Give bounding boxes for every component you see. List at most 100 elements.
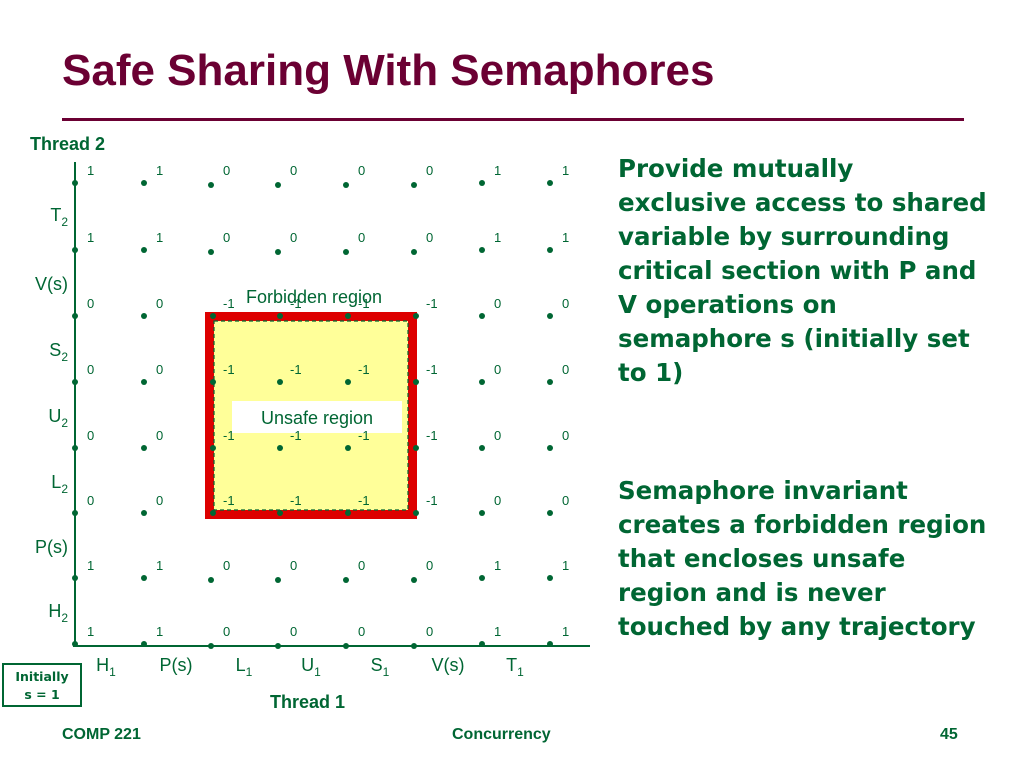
grid-point bbox=[72, 247, 78, 253]
grid-point bbox=[413, 510, 419, 516]
grid-value: 1 bbox=[562, 624, 569, 639]
grid-value: 0 bbox=[358, 230, 365, 245]
x-tick-label: T1 bbox=[506, 655, 524, 679]
grid-point bbox=[141, 247, 147, 253]
grid-value: 1 bbox=[87, 558, 94, 573]
footer-page-number: 45 bbox=[940, 726, 958, 743]
grid-value: 1 bbox=[156, 558, 163, 573]
grid-value: 1 bbox=[562, 163, 569, 178]
grid-value: -1 bbox=[358, 428, 370, 443]
mutual-exclusion-paragraph: Provide mutually exclusive access to sha… bbox=[618, 154, 987, 387]
grid-value: 0 bbox=[494, 362, 501, 377]
grid-value: 1 bbox=[562, 230, 569, 245]
grid-value: 0 bbox=[290, 230, 297, 245]
grid-point bbox=[210, 313, 216, 319]
grid-point bbox=[72, 641, 78, 647]
grid-point bbox=[72, 575, 78, 581]
grid-point bbox=[277, 379, 283, 385]
unsafe-label-box bbox=[232, 401, 402, 433]
grid-point bbox=[141, 180, 147, 186]
y-axis-title: Thread 2 bbox=[30, 134, 106, 154]
grid-point bbox=[72, 313, 78, 319]
grid-point bbox=[343, 182, 349, 188]
grid-value: 1 bbox=[562, 558, 569, 573]
grid-point bbox=[210, 510, 216, 516]
grid-point bbox=[547, 641, 553, 647]
grid-value: -1 bbox=[223, 296, 235, 311]
grid-value: 0 bbox=[156, 296, 163, 311]
grid-value: 0 bbox=[562, 296, 569, 311]
y-tick-label: S2 bbox=[49, 340, 68, 364]
grid-value: -1 bbox=[358, 296, 370, 311]
grid-value: 0 bbox=[426, 558, 433, 573]
grid-value: 0 bbox=[358, 558, 365, 573]
grid-point bbox=[275, 249, 281, 255]
grid-value: 0 bbox=[562, 428, 569, 443]
grid-value: 0 bbox=[223, 558, 230, 573]
grid-point bbox=[479, 379, 485, 385]
x-tick-label: U1 bbox=[301, 655, 321, 679]
grid-point bbox=[479, 180, 485, 186]
grid-value: 0 bbox=[87, 362, 94, 377]
grid-value: -1 bbox=[426, 362, 438, 377]
grid-value: 1 bbox=[87, 163, 94, 178]
grid-value: -1 bbox=[426, 296, 438, 311]
grid-point bbox=[210, 379, 216, 385]
title-underline bbox=[62, 118, 964, 121]
grid-value: 0 bbox=[494, 296, 501, 311]
grid-point bbox=[343, 249, 349, 255]
grid-value: 1 bbox=[156, 624, 163, 639]
grid-point bbox=[547, 247, 553, 253]
grid-value: 0 bbox=[562, 493, 569, 508]
forbidden-region-label: Forbidden region bbox=[246, 287, 382, 307]
grid-point bbox=[413, 445, 419, 451]
grid-value: 0 bbox=[494, 428, 501, 443]
grid-point bbox=[208, 249, 214, 255]
grid-point bbox=[210, 445, 216, 451]
grid-point bbox=[413, 313, 419, 319]
grid-value: 1 bbox=[87, 230, 94, 245]
grid-point bbox=[345, 379, 351, 385]
grid-value: 0 bbox=[358, 624, 365, 639]
grid-point bbox=[411, 182, 417, 188]
grid-point bbox=[141, 641, 147, 647]
grid-value: 0 bbox=[290, 558, 297, 573]
grid-point bbox=[413, 379, 419, 385]
grid-point bbox=[72, 379, 78, 385]
grid-value: 0 bbox=[426, 624, 433, 639]
x-tick-label: S1 bbox=[371, 655, 390, 679]
footer-course: COMP 221 bbox=[62, 726, 141, 743]
grid-point bbox=[479, 247, 485, 253]
y-tick-label: L2 bbox=[51, 472, 68, 496]
grid-point bbox=[141, 313, 147, 319]
grid-value: -1 bbox=[290, 428, 302, 443]
x-tick-label: P(s) bbox=[160, 655, 193, 675]
grid-value: -1 bbox=[426, 428, 438, 443]
grid-value: 0 bbox=[358, 163, 365, 178]
grid-point bbox=[411, 249, 417, 255]
grid-point bbox=[72, 445, 78, 451]
grid-point bbox=[343, 577, 349, 583]
footer-topic: Concurrency bbox=[452, 726, 551, 743]
grid-point bbox=[479, 641, 485, 647]
x-tick-label: H1 bbox=[96, 655, 116, 679]
slide-title: Safe Sharing With Semaphores bbox=[62, 46, 715, 95]
grid-value: 0 bbox=[156, 428, 163, 443]
y-tick-label: T2 bbox=[50, 205, 68, 229]
y-tick-label: H2 bbox=[48, 601, 68, 625]
grid-point bbox=[277, 510, 283, 516]
grid-point bbox=[345, 313, 351, 319]
grid-value: 0 bbox=[87, 493, 94, 508]
grid-point bbox=[343, 643, 349, 649]
grid-value: -1 bbox=[290, 493, 302, 508]
x-axis-title: Thread 1 bbox=[270, 692, 346, 712]
grid-value: -1 bbox=[426, 493, 438, 508]
y-tick-label: P(s) bbox=[35, 537, 68, 557]
invariant-paragraph: Semaphore invariant creates a forbidden … bbox=[618, 476, 987, 641]
grid-point bbox=[411, 643, 417, 649]
grid-point bbox=[345, 445, 351, 451]
grid-point bbox=[479, 445, 485, 451]
grid-value: 1 bbox=[494, 558, 501, 573]
grid-point bbox=[141, 445, 147, 451]
